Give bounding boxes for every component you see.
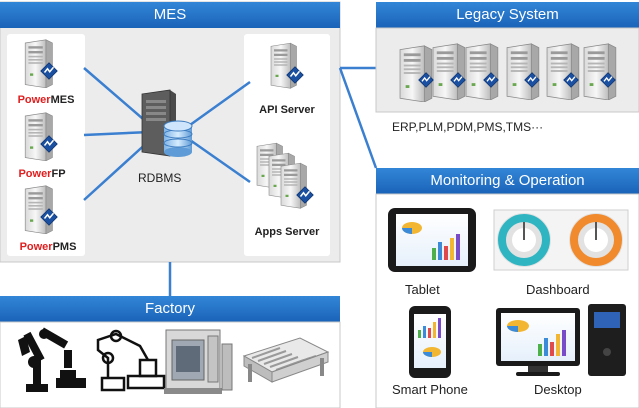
- smartphone-icon: [409, 306, 451, 378]
- device-label-dashboard: Dashboard: [526, 282, 590, 297]
- factory-header-bar: [0, 296, 340, 322]
- mes-servers-card: [244, 34, 330, 256]
- power-pms-server-icon: [24, 185, 58, 234]
- mes-connectors: [83, 66, 378, 296]
- product-label-powerpms: PowerPMS: [19, 241, 77, 253]
- monitoring-title: Monitoring & Operation: [430, 172, 585, 189]
- dashboard-gauge-icon: [497, 213, 551, 267]
- dashboard-gauge-icon: [569, 213, 623, 267]
- mes-header-bar: [0, 2, 340, 28]
- robot-arm-icon: [18, 327, 86, 392]
- monitoring-header-bar: [376, 168, 639, 194]
- product-label-powermes: PowerMES: [17, 94, 75, 106]
- device-label-desktop: Desktop: [534, 382, 582, 397]
- rdbms-icon: [141, 89, 193, 157]
- mes-title: MES: [153, 6, 187, 23]
- device-label-tablet: Tablet: [405, 282, 440, 297]
- legacy-title: Legacy System: [456, 6, 559, 23]
- tablet-icon: [388, 208, 476, 272]
- api-server-label: API Server: [259, 104, 315, 116]
- dashboard-icon: [493, 209, 629, 271]
- conveyor-icon: [242, 337, 330, 383]
- database-icon: [163, 120, 193, 157]
- cnc-machine-icon: [164, 329, 233, 394]
- rdbms-label: RDBMS: [138, 171, 182, 185]
- product-label-powerfp: PowerFP: [18, 168, 66, 180]
- legacy-systems-label: ERP,PLM,PDM,PMS,TMS···: [392, 120, 544, 134]
- factory-title: Factory: [144, 300, 195, 317]
- power-fp-server-icon: [24, 112, 58, 161]
- legacy-header-bar: [376, 2, 639, 28]
- apps-server-label: Apps Server: [254, 226, 320, 238]
- desktop-icon: [496, 304, 626, 376]
- device-label-smartphone: Smart Phone: [392, 382, 468, 397]
- power-mes-server-icon: [24, 39, 58, 88]
